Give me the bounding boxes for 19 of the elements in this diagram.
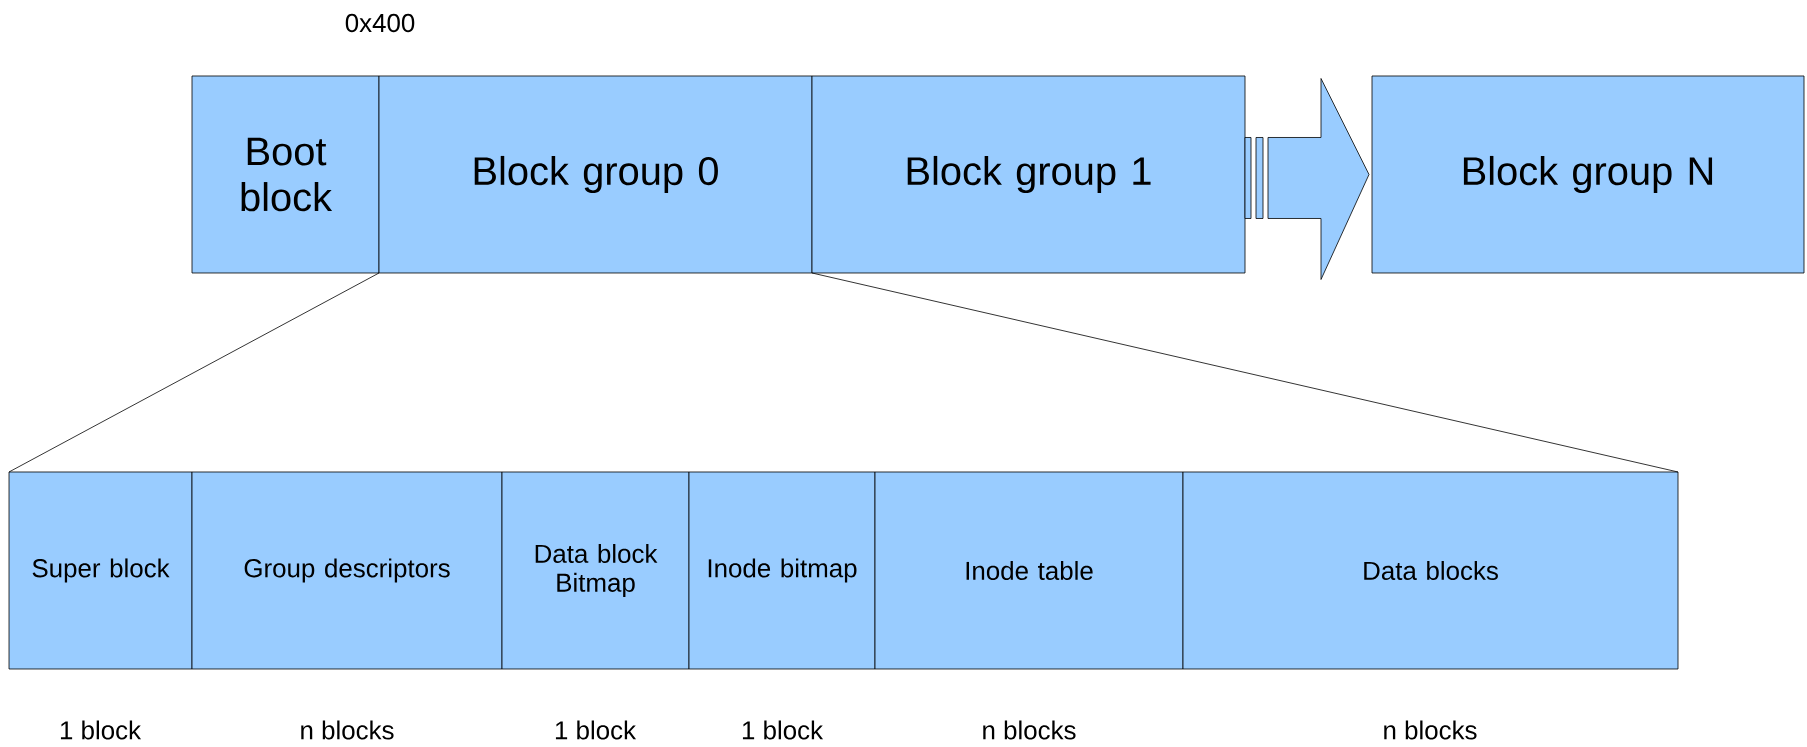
address-label: 0x400 [345,13,415,33]
expansion-line [8,272,380,473]
size-label: n blocks [1384,720,1477,740]
block-box: Block group 1 [811,75,1246,274]
block-box: Group descriptors [191,471,503,670]
expansion-line [811,272,1679,473]
block-arrow [1244,78,1370,280]
size-label: n blocks [983,720,1076,740]
size-label: 1 block [60,720,142,740]
block-box: Super block [8,471,193,670]
block-box: Block group N [1371,75,1805,274]
block-box: Inode bitmap [688,471,876,670]
size-label: 1 block [742,720,824,740]
size-label: 1 block [555,720,637,740]
block-box: Boot block [191,75,380,274]
size-label: n blocks [301,720,394,740]
block-box: Data blocks [1182,471,1679,670]
block-box: Inode table [874,471,1184,670]
block-box: Data block Bitmap [501,471,690,670]
